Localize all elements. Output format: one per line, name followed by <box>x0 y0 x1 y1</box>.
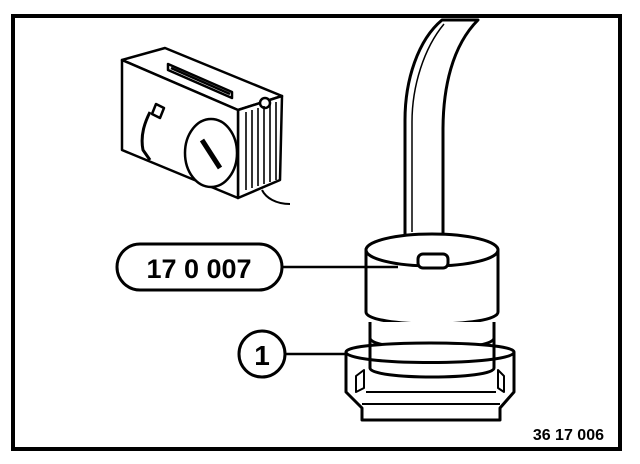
connector-nut <box>344 322 516 422</box>
callout-item-number: 1 <box>237 329 348 379</box>
tool-number-label: 17 0 007 <box>146 254 251 284</box>
hose-assembly <box>403 18 480 238</box>
figure-reference: 36 17 006 <box>533 427 604 444</box>
special-tool-17-0-007 <box>364 232 500 326</box>
callout-tool-number: 17 0 007 <box>115 242 398 292</box>
item-number-label: 1 <box>254 340 270 371</box>
heater-core-illustration <box>120 46 291 205</box>
figure-border <box>11 14 622 451</box>
